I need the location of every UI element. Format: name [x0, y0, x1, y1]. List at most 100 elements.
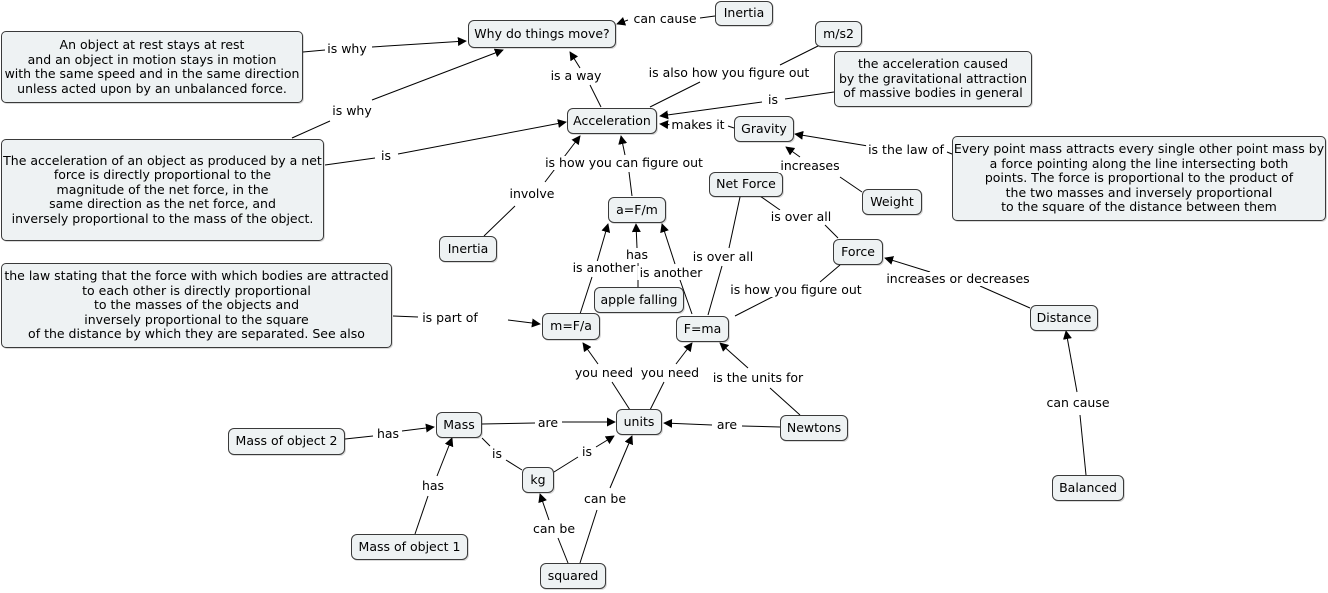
connector [611, 381, 631, 411]
concept-newton-second-law[interactable]: The acceleration of an object as produce… [1, 139, 324, 241]
link-is-how-you-can-figure-out: is how you can figure out [543, 155, 705, 170]
connector [371, 48, 504, 101]
connector [291, 120, 331, 139]
connector [481, 422, 536, 425]
connector [1063, 330, 1078, 393]
concept-distance[interactable]: Distance [1030, 305, 1098, 331]
concept-squared[interactable]: squared [540, 563, 606, 589]
connector [784, 91, 835, 100]
concept-mass[interactable]: Mass [436, 412, 482, 438]
connector [595, 435, 615, 448]
concept-law-of-gravitation-definition[interactable]: the law stating that the force with whic… [1, 263, 392, 348]
link-is-accel: is [379, 148, 393, 163]
concept-gravity[interactable]: Gravity [734, 116, 794, 142]
concept-newtons[interactable]: Newtons [780, 415, 848, 441]
link-has-mass1: has [419, 478, 447, 493]
link-are-newtons: are [714, 417, 740, 432]
concept-kg[interactable]: kg [522, 467, 554, 493]
connector [699, 15, 716, 19]
connector [436, 437, 454, 477]
connector [631, 223, 641, 249]
concept-m-equals-f-over-a[interactable]: m=F/a [542, 313, 600, 340]
connector [609, 435, 633, 489]
concept-inertia-top[interactable]: Inertia [715, 1, 773, 26]
connector [659, 101, 763, 120]
link-is-kg: is [490, 446, 504, 461]
link-is-the-law-of: is the law of [866, 142, 946, 157]
connector [675, 342, 693, 365]
connector [579, 509, 598, 564]
link-is-why-2: is why [330, 103, 374, 118]
connector [507, 318, 541, 328]
connector [785, 146, 801, 158]
link-is-gravity-accel: is [766, 92, 780, 107]
concept-gravitational-acceleration-definition[interactable]: the acceleration caused by the gravitati… [834, 51, 1032, 107]
concept-units[interactable]: units [616, 409, 662, 435]
connector [679, 279, 693, 315]
concept-weight[interactable]: Weight [862, 189, 922, 215]
connector [649, 81, 701, 108]
link-is-another-1: is another [570, 260, 638, 275]
connector [728, 196, 741, 249]
link-is-kg-units: is [580, 444, 594, 459]
connector [979, 285, 1031, 309]
link-are-mass: are [535, 415, 561, 430]
link-is-another-2: is another [637, 265, 705, 280]
link-has-apple: has [623, 247, 651, 262]
connector [596, 223, 611, 263]
concept-force[interactable]: Force [833, 239, 883, 265]
concept-apple-falling[interactable]: apple falling [594, 287, 684, 313]
link-can-be-kg: can be [530, 521, 578, 536]
concept-m-s2[interactable]: m/s2 [815, 21, 862, 47]
link-is-how-you-figure-out: is how you figure out [728, 282, 864, 297]
connector [719, 342, 749, 369]
link-is-over-all-force: is over all [768, 209, 834, 224]
link-has-mass2: has [374, 426, 402, 441]
link-is-the-units-for: is the units for [710, 370, 806, 385]
concept-inertia-lower[interactable]: Inertia [439, 236, 497, 262]
concept-a-equals-f-over-m[interactable]: a=F/m [608, 197, 666, 223]
link-can-cause-balanced: can cause [1044, 395, 1112, 410]
connector [769, 387, 801, 416]
connector [1079, 414, 1087, 476]
connector [794, 130, 869, 147]
connector [649, 381, 665, 411]
connector [589, 84, 602, 108]
connector [397, 119, 567, 155]
concept-mass-of-object-2[interactable]: Mass of object 2 [228, 428, 345, 455]
connector [579, 276, 593, 315]
link-increases-or-decreases: increases or decreases [884, 271, 1032, 286]
connector [505, 459, 523, 471]
link-is-a-way: is a way [548, 68, 604, 83]
connector [660, 223, 676, 265]
connector [819, 264, 841, 283]
link-is-why-1: is why [325, 41, 369, 56]
concept-why-do-things-move[interactable]: Why do things move? [468, 20, 616, 48]
connector [569, 51, 581, 69]
concept-mass-of-object-1[interactable]: Mass of object 1 [351, 534, 468, 560]
concept-net-force[interactable]: Net Force [709, 172, 783, 197]
connector [839, 176, 863, 193]
connector [663, 418, 713, 428]
concept-acceleration[interactable]: Acceleration [567, 108, 657, 134]
connector [779, 44, 821, 66]
link-can-be-units: can be [581, 491, 629, 506]
link-you-need-1: you need [572, 365, 636, 380]
connector [741, 425, 781, 428]
link-can-cause-top: can cause [631, 11, 699, 26]
link-you-need-2: you need [638, 365, 702, 380]
concept-newton-first-law[interactable]: An object at rest stays at rest and an o… [1, 31, 303, 103]
connector [618, 135, 628, 156]
connector [401, 423, 435, 433]
link-is-part-of: is part of [420, 310, 480, 325]
link-is-over-all-fma: is over all [690, 249, 756, 264]
concept-f-equals-ma[interactable]: F=ma [676, 316, 729, 342]
connector [946, 151, 953, 155]
concept-balanced[interactable]: Balanced [1052, 475, 1124, 501]
connector [582, 342, 599, 365]
concept-law-of-universal-gravitation[interactable]: Every point mass attracts every single o… [952, 136, 1326, 221]
connector [707, 265, 723, 316]
connector [344, 435, 374, 440]
connector [824, 224, 839, 239]
